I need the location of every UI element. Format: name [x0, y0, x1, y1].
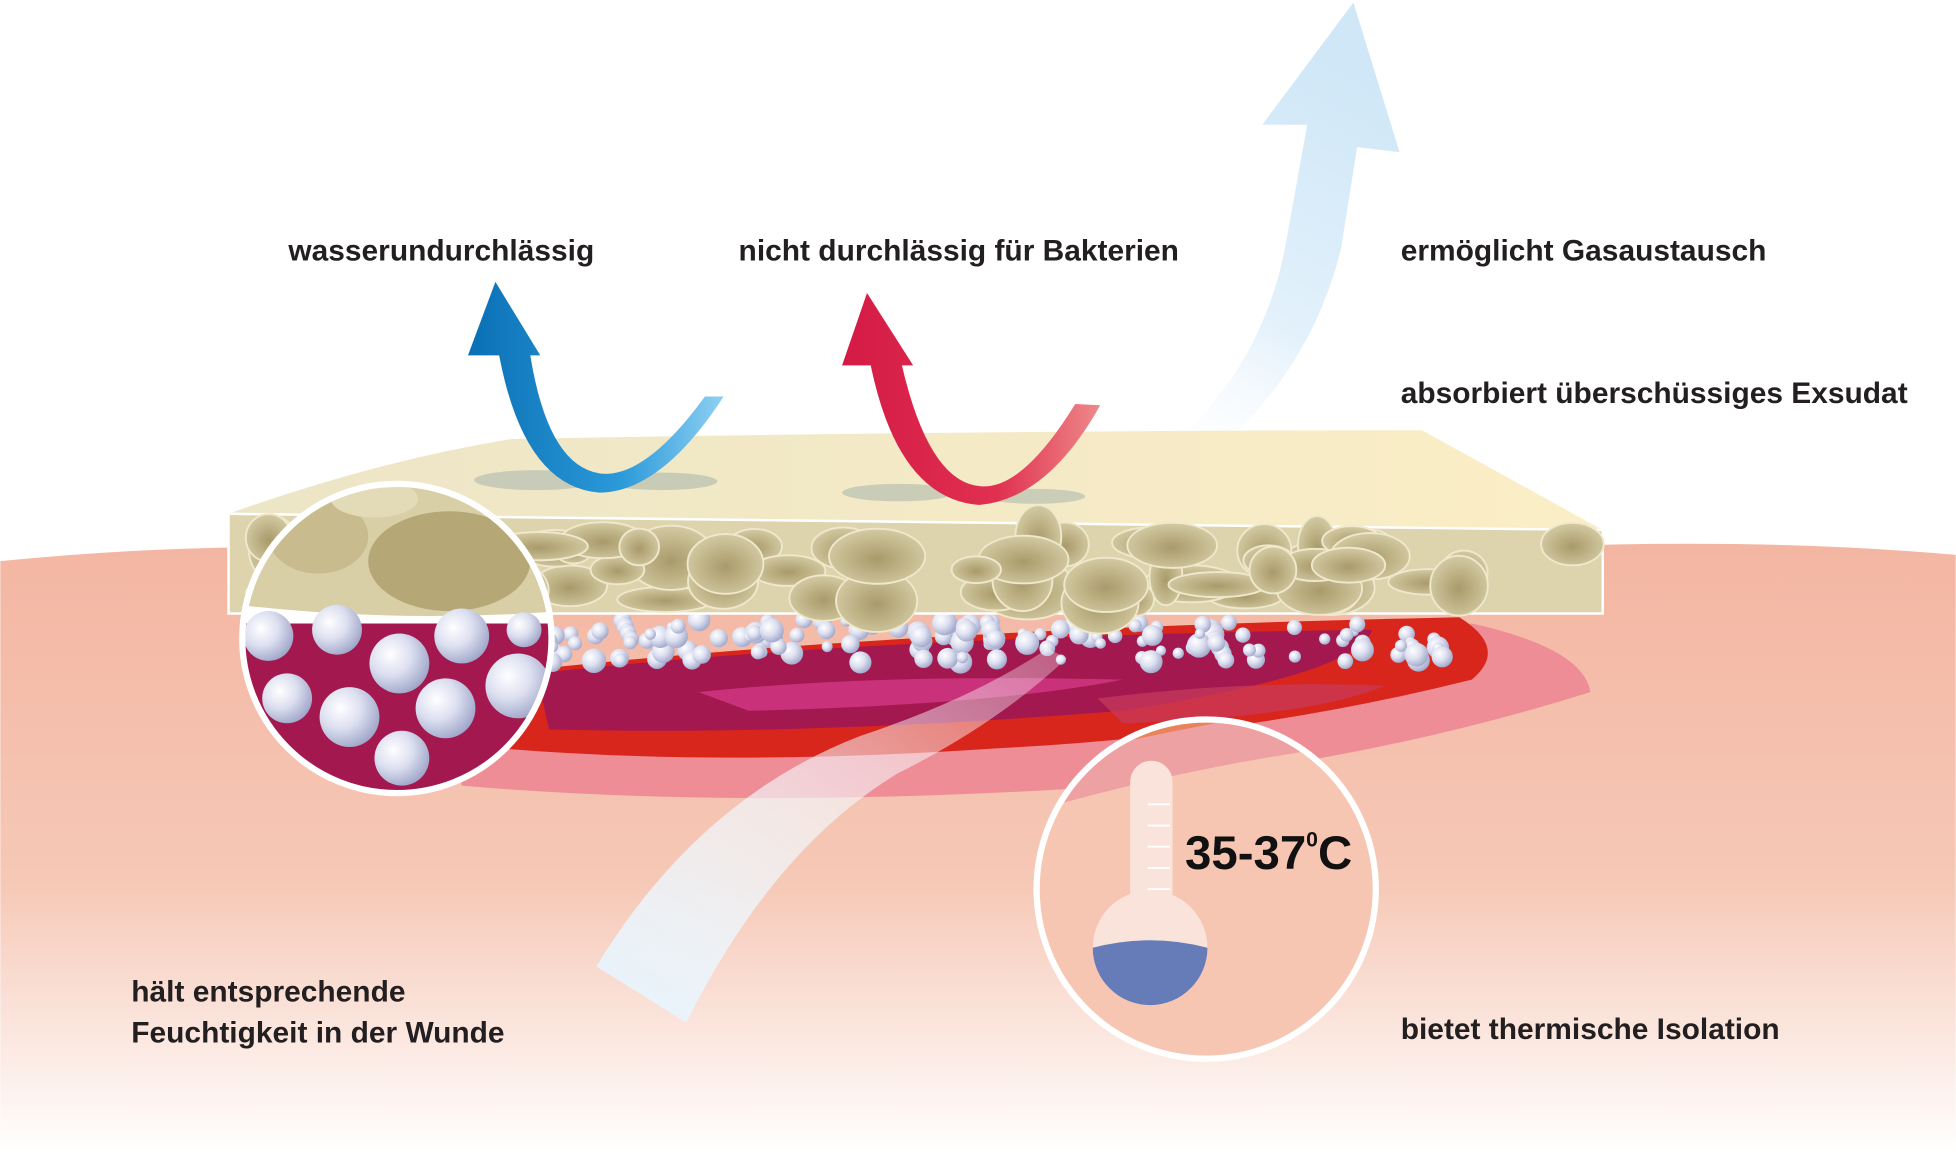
- bead: [1339, 627, 1354, 642]
- label-gas-exchange: ermöglicht Gasaustausch: [1401, 235, 1767, 268]
- bead: [1319, 633, 1331, 645]
- bead: [692, 645, 711, 664]
- bead: [644, 628, 656, 640]
- dressing-top-surface: [228, 430, 1603, 530]
- bead: [581, 648, 607, 674]
- temperature-unit: C: [1318, 827, 1352, 880]
- bead: [932, 610, 957, 636]
- temperature-reading: 35-370C: [1185, 827, 1352, 880]
- label-bacteria: nicht durchlässig für Bakterien: [739, 235, 1179, 268]
- label-moisture-1: hält entsprechende: [131, 975, 405, 1008]
- bead: [312, 604, 362, 655]
- bead: [955, 619, 978, 642]
- moisture-arrow: [596, 648, 1067, 1023]
- bead: [759, 618, 784, 643]
- bead: [1139, 650, 1163, 674]
- absorbent-beads: [540, 608, 1453, 674]
- thermometer-icon: [1092, 760, 1208, 1006]
- bead: [937, 647, 959, 669]
- label-waterproof: wasserundurchlässig: [287, 235, 594, 268]
- thermometer-circle: 35-370C: [1033, 716, 1379, 1062]
- bead: [1404, 642, 1429, 667]
- bead: [369, 633, 430, 694]
- bead: [909, 625, 932, 648]
- bead: [262, 673, 313, 724]
- bead: [1207, 633, 1226, 652]
- label-absorbs: absorbiert überschüssiges Exsudat: [1401, 377, 1908, 410]
- gas-exchange-arrow: [1160, 2, 1400, 456]
- label-thermal: bietet thermische Isolation: [1401, 1013, 1780, 1046]
- bead: [821, 641, 833, 653]
- bead: [1050, 619, 1070, 639]
- foam-cell: [1540, 521, 1605, 567]
- bead: [243, 611, 294, 661]
- bead: [415, 678, 476, 739]
- label-moisture-2: Feuchtigkeit in der Wunde: [131, 1017, 504, 1050]
- degree-symbol: 0: [1306, 829, 1318, 852]
- bead: [1242, 643, 1256, 657]
- bead: [1194, 615, 1212, 633]
- bead: [1220, 614, 1237, 631]
- bead: [914, 649, 933, 669]
- bead: [506, 612, 542, 648]
- bead: [1431, 646, 1453, 668]
- bead: [319, 687, 380, 747]
- bead: [1155, 645, 1167, 656]
- temperature-value: 35-37: [1185, 827, 1306, 880]
- foam-cell: [1063, 556, 1149, 613]
- bead: [613, 653, 628, 667]
- bead: [986, 649, 1007, 670]
- bead: [1217, 651, 1235, 669]
- bead: [374, 730, 430, 786]
- bead: [1394, 639, 1408, 652]
- water-arrow: [467, 281, 724, 493]
- bead: [1095, 637, 1106, 649]
- bacteria-arrow: [842, 293, 1101, 506]
- bead: [1349, 616, 1366, 633]
- bead: [956, 651, 969, 664]
- bead: [817, 621, 836, 640]
- foam-cell: [950, 555, 1002, 585]
- bead: [1350, 638, 1374, 662]
- bead: [1337, 653, 1354, 669]
- foam-cell: [686, 533, 765, 595]
- bead: [789, 627, 805, 643]
- bead: [623, 635, 638, 650]
- foam-cell: [1429, 554, 1489, 617]
- bead: [750, 644, 766, 660]
- bead: [1235, 627, 1251, 643]
- bead: [1015, 630, 1040, 655]
- bead: [709, 628, 728, 648]
- bead: [1128, 619, 1142, 633]
- bead: [591, 622, 609, 640]
- bead: [841, 634, 860, 654]
- bead: [1288, 650, 1301, 663]
- bead: [770, 638, 787, 655]
- bead: [485, 653, 551, 719]
- magnifier-circle: [239, 480, 555, 797]
- bead: [1172, 647, 1184, 659]
- foam-cell: [618, 527, 661, 567]
- bead: [1186, 633, 1212, 658]
- foam-cell: [828, 527, 927, 585]
- bead: [1286, 619, 1303, 636]
- bead: [567, 636, 583, 651]
- bead: [670, 618, 686, 634]
- bead: [746, 625, 763, 641]
- bead: [986, 630, 1005, 649]
- bead: [1194, 628, 1206, 639]
- bead: [434, 608, 490, 664]
- foam-cell: [1126, 521, 1218, 569]
- bead: [1141, 624, 1163, 646]
- foam-cell: [1248, 545, 1298, 595]
- foam-cell: [1310, 546, 1387, 584]
- bead: [849, 651, 872, 674]
